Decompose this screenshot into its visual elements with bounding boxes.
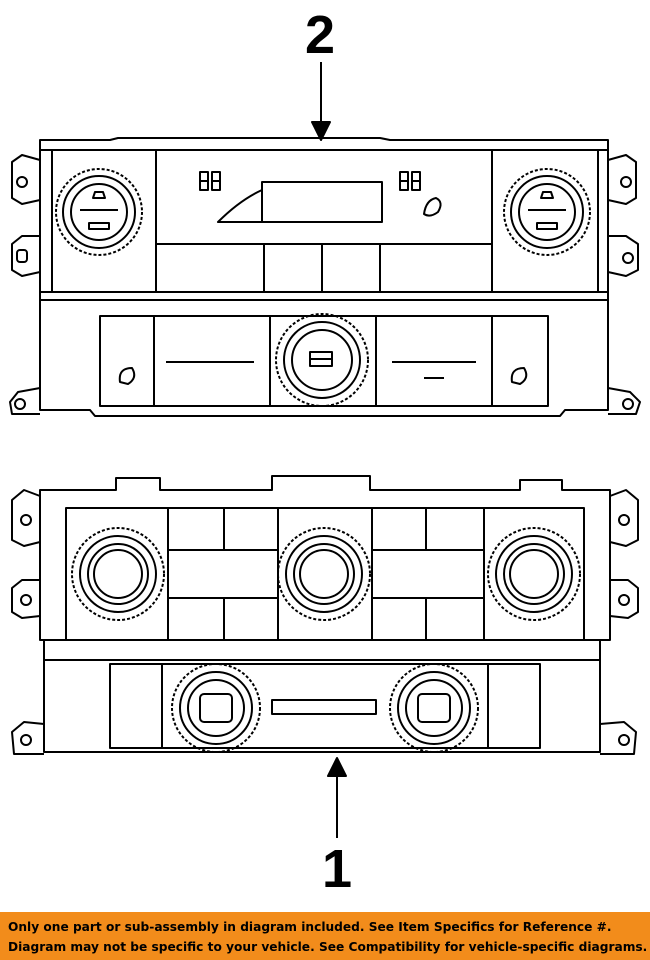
rotary-knob-icon (277, 527, 371, 621)
recirculation-icon (510, 367, 528, 385)
rotary-knob-icon (171, 663, 261, 753)
rotary-knob-icon (71, 527, 165, 621)
rotary-knob-icon (275, 313, 369, 407)
mounting-tab-icon (11, 489, 45, 755)
mounting-tab-icon (599, 489, 639, 755)
upper-control-panel (9, 62, 641, 417)
lower-control-panel (11, 475, 639, 838)
upper-leader-arrow (311, 62, 331, 141)
rotary-knob-icon (487, 527, 581, 621)
mounting-tab-icon (607, 154, 641, 415)
rotary-knob-icon (55, 168, 143, 256)
callout-number-1: 1 (322, 839, 353, 899)
upper-housing (39, 137, 609, 417)
disclaimer-line-1: Only one part or sub-assembly in diagram… (8, 920, 612, 934)
parts-diagram (9, 62, 641, 838)
callout-number-2: 2 (305, 5, 336, 65)
disclaimer-line-2: Diagram may not be specific to your vehi… (8, 940, 648, 954)
lower-leader-arrow (327, 757, 347, 838)
mounting-tab-icon (9, 154, 41, 415)
recirculation-icon (118, 367, 136, 385)
disclaimer-banner: Only one part or sub-assembly in diagram… (0, 912, 650, 960)
lower-housing (39, 475, 611, 641)
rotary-knob-icon (389, 663, 479, 753)
rotary-knob-icon (503, 168, 591, 256)
display-icon (199, 171, 442, 223)
